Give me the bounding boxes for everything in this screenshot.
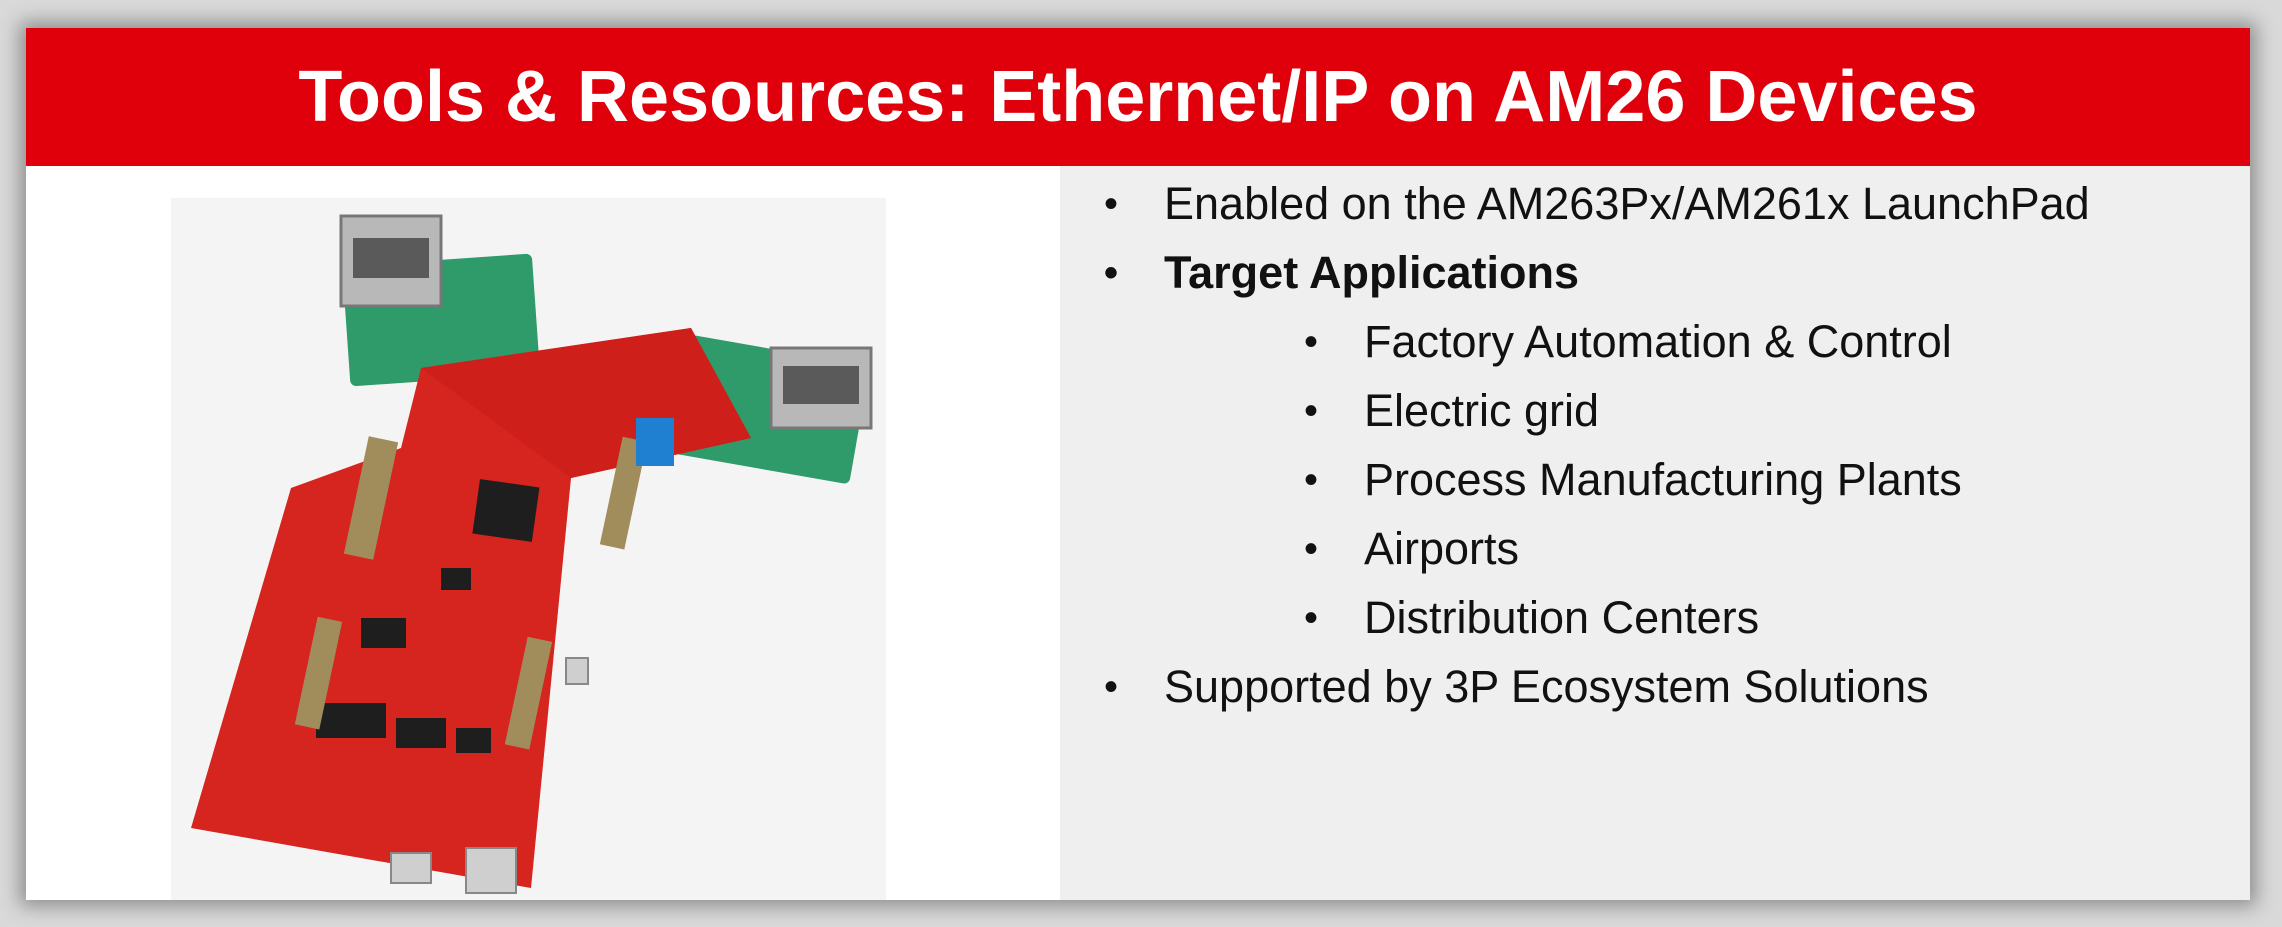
right-panel: • Enabled on the AM263Px/AM261x LaunchPa… xyxy=(1060,166,2250,900)
bullet-dot: • xyxy=(1104,664,1119,709)
bullet-text: Enabled on the AM263Px/AM261x LaunchPad xyxy=(1164,178,2090,229)
bullet-dot: • xyxy=(1304,526,1319,571)
bullet-text: Electric grid xyxy=(1364,385,1600,436)
bullet-dot: • xyxy=(1304,595,1319,640)
title-bar: Tools & Resources: Ethernet/IP on AM26 D… xyxy=(26,28,2250,166)
bullet-text: Distribution Centers xyxy=(1364,592,1760,643)
bullet-item: • Supported by 3P Ecosystem Solutions xyxy=(1104,661,1929,713)
left-panel xyxy=(26,166,1060,900)
bullet-item: • Target Applications xyxy=(1104,247,1579,299)
bullet-dot: • xyxy=(1304,457,1319,502)
bullet-text: Airports xyxy=(1364,523,1520,574)
bullet-text: Process Manufacturing Plants xyxy=(1364,454,1962,505)
bullet-item: • Enabled on the AM263Px/AM261x LaunchPa… xyxy=(1104,178,2090,230)
launchpad-board-icon xyxy=(171,198,886,900)
sub-bullet-item: • Factory Automation & Control xyxy=(1304,316,1952,368)
bullet-text: Factory Automation & Control xyxy=(1364,316,1952,367)
bullet-dot: • xyxy=(1104,250,1119,295)
launchpad-board-photo xyxy=(171,198,886,900)
sub-bullet-item: • Process Manufacturing Plants xyxy=(1304,454,1962,506)
slide: Tools & Resources: Ethernet/IP on AM26 D… xyxy=(26,28,2250,900)
slide-title: Tools & Resources: Ethernet/IP on AM26 D… xyxy=(298,57,1978,137)
bullet-text: Target Applications xyxy=(1164,247,1580,298)
sub-bullet-item: • Electric grid xyxy=(1304,385,1599,437)
bullet-dot: • xyxy=(1104,181,1119,226)
bullet-text: Supported by 3P Ecosystem Solutions xyxy=(1164,661,1929,712)
bullet-dot: • xyxy=(1304,388,1319,433)
sub-bullet-item: • Distribution Centers xyxy=(1304,592,1759,644)
bullet-dot: • xyxy=(1304,319,1319,364)
sub-bullet-item: • Airports xyxy=(1304,523,1519,575)
